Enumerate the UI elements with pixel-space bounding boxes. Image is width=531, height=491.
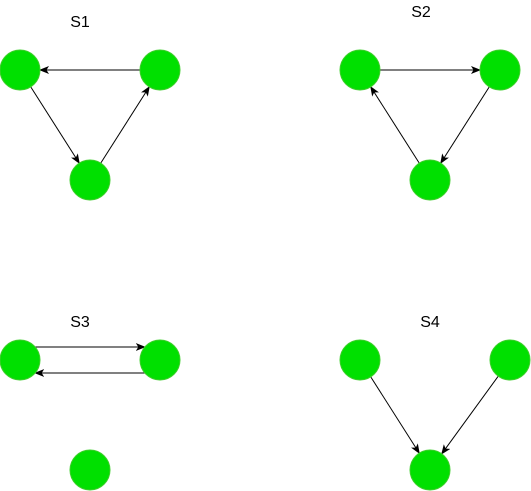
graph-label-s2: S2 [411,4,431,21]
node-s4-a [339,339,381,381]
graph-s1: S1 [70,14,90,31]
node-s2-c [409,159,451,201]
edge-s2-b-to-c [440,86,490,164]
edge-s1-a-to-c [30,86,80,164]
graph-label-s1: S1 [70,14,90,31]
edge-s1-c-to-b [100,86,150,164]
node-s2-a [339,49,381,91]
edge-s4-b-to-c [441,375,499,455]
node-s4-b [489,339,531,381]
node-s3-b [139,339,181,381]
node-s3-a [0,339,41,381]
graph-label-s4: S4 [420,314,440,331]
node-s1-c [69,159,111,201]
node-s1-a [0,49,41,91]
graph-s3: S3 [70,314,90,331]
node-s4-c [409,449,451,491]
node-s2-b [479,49,521,91]
node-s1-b [139,49,181,91]
edges-layer [30,66,499,455]
nodes-layer [0,49,531,491]
edge-s2-c-to-a [370,86,420,164]
edge-s4-a-to-c [370,376,420,454]
graph-s2: S2 [411,4,431,21]
graph-label-s3: S3 [70,314,90,331]
node-s3-c [69,449,111,491]
graph-s4: S4 [420,314,440,331]
